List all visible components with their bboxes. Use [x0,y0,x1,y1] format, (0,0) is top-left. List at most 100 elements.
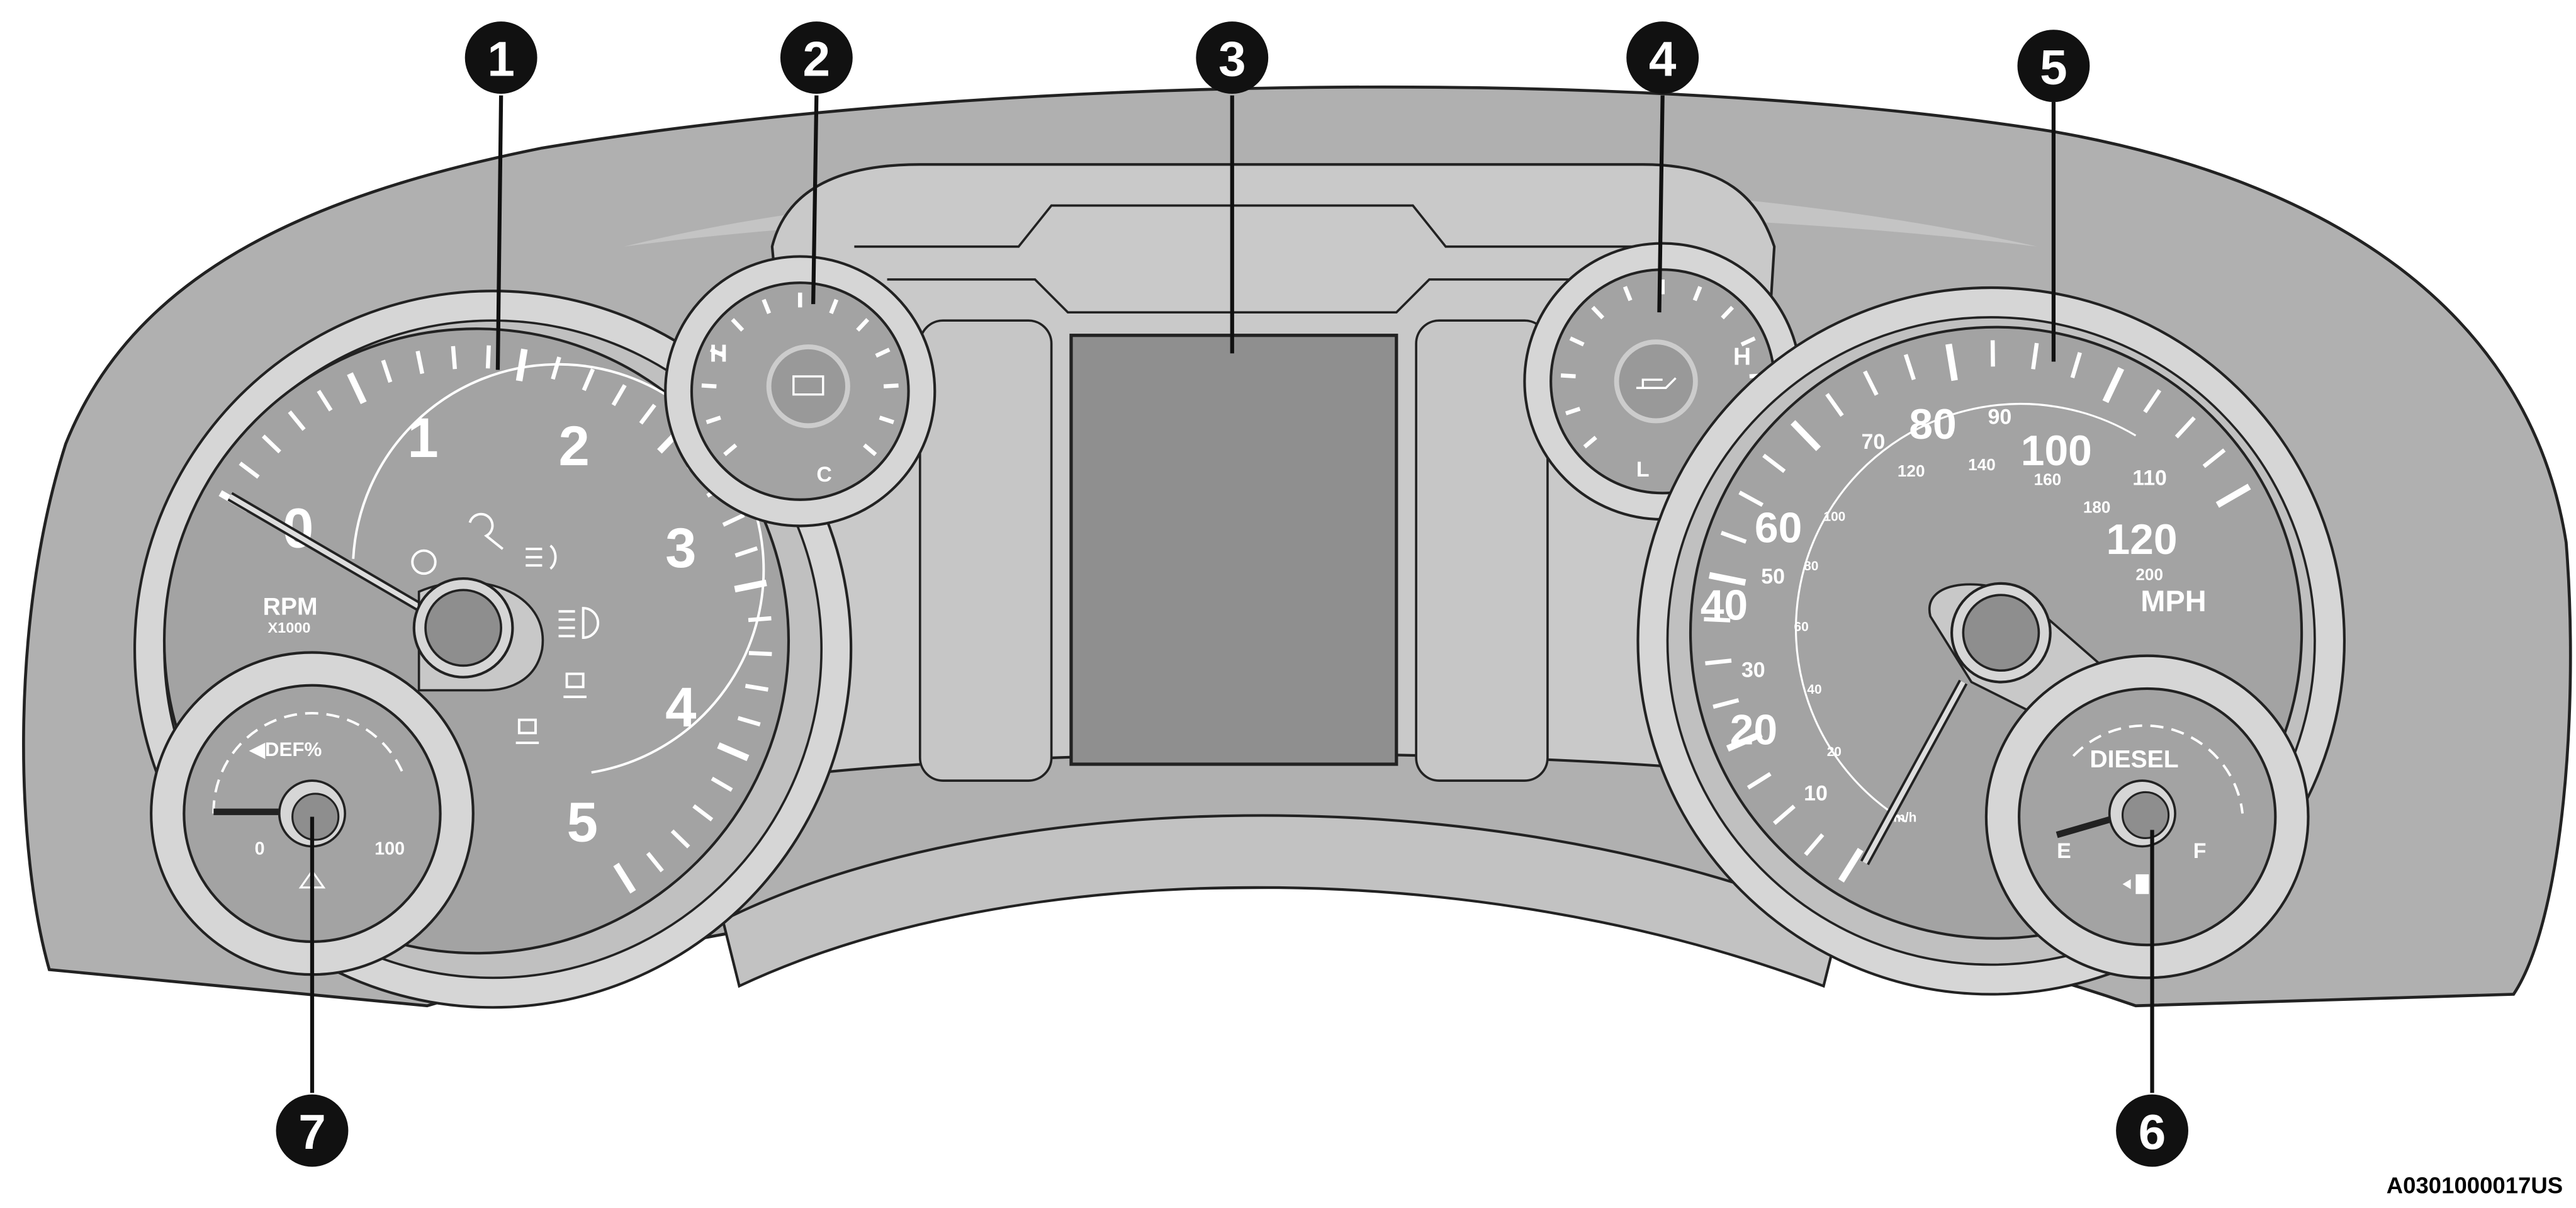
tick-mark [1565,407,1581,415]
kmh-100: 100 [1823,510,1845,524]
mph-50: 50 [1761,565,1785,589]
mph-30: 30 [1741,658,1765,682]
tick-mark [1772,804,1796,825]
tick-mark [1825,393,1844,417]
tick-mark [2031,342,2039,370]
tick-mark [1738,490,1764,507]
tick-mark [2102,366,2125,404]
headlight-icon [558,607,600,639]
kmh-140: 140 [1968,455,1996,474]
tick-mark [1721,305,1735,320]
kmh-180: 180 [2083,498,2111,517]
fuel-gauge: DIESEL E F [1984,654,2310,979]
svg-text:6: 6 [2139,1104,2166,1160]
tick-mark [1692,286,1702,302]
tach-label-1: 1 [407,407,438,469]
tick-mark [613,862,636,894]
tick-mark [875,347,891,358]
tick-mark [883,383,899,388]
tick-mark [2070,352,2082,379]
traction-control-icon [515,718,539,745]
tick-mark [1708,572,1746,586]
tick-mark [701,383,717,388]
tick-mark [1623,286,1633,302]
hill-descent-icon [468,512,503,550]
tick-mark [762,298,772,314]
tick-mark [451,346,458,370]
tick-mark [745,684,768,692]
tach-label-5: 5 [567,791,598,854]
tick-mark [1762,453,1786,473]
figure-code: A0301000017US [2387,1172,2563,1198]
tick-mark [1903,354,1916,381]
callout-4: 4 [1626,21,1699,94]
tick-mark [748,651,772,657]
tick-mark [863,443,877,456]
tick-mark [1713,698,1740,709]
kmh-arc [1795,403,2137,823]
coolant-low: C [816,463,832,487]
callout-6: 6 [2116,1094,2188,1167]
svg-text:4: 4 [1649,31,1677,86]
tick-mark [717,742,750,762]
tick-mark [734,546,758,558]
tick-mark [723,443,738,456]
tick-mark [347,372,367,405]
tick-mark [737,716,761,727]
coolant-high: H [710,340,728,367]
tick-mark [1804,833,1825,856]
mph-60: 60 [1755,505,1802,552]
tick-mark [856,318,870,332]
coolant-ticks [701,292,899,456]
svg-text:3: 3 [1218,31,1246,86]
right-panel [1415,319,1549,782]
tick-mark [415,351,425,375]
tach-label-2: 2 [559,415,590,477]
kmh-80: 80 [1804,559,1818,573]
mph-40: 40 [1701,582,1748,629]
tick-mark [879,415,894,424]
callout-7: 7 [276,1094,349,1167]
tick-mark [1704,617,1731,623]
tick-mark [1746,772,1772,790]
tick-mark [1863,370,1879,396]
tick-mark [1569,336,1585,347]
tick-mark [2174,416,2196,439]
fuel-pump-icon [2122,874,2149,895]
svg-text:7: 7 [298,1104,326,1160]
mph-70: 70 [1862,430,1886,454]
tick-mark [829,298,839,314]
tick-mark [1583,436,1597,449]
mph-100: 100 [2021,427,2092,475]
coolant-temperature-gauge: H C [664,255,936,528]
tick-mark [515,348,528,381]
battery-icon [792,375,824,396]
tick-mark [582,368,595,392]
tick-mark [485,345,491,369]
tach-unit: RPM [263,593,318,620]
battery-icon-ring [766,344,850,429]
tick-mark [381,359,393,383]
left-panel [918,319,1053,782]
svg-text:5: 5 [2040,39,2067,94]
def-label: ◀DEF% [249,738,322,760]
callout-3: 3 [1196,21,1269,94]
oil-low: L [1636,458,1650,482]
def-gauge: ◀DEF% 0 100 [150,651,475,976]
tick-mark [709,347,725,358]
tach-label-4: 4 [665,676,696,738]
oil-icon-ring [1614,339,1698,424]
tick-mark [1591,305,1605,320]
def-max: 100 [374,839,405,859]
svg-text:2: 2 [803,31,831,86]
center-display-screen [1069,334,1398,766]
tick-mark [551,356,561,380]
cruise-icon [411,549,437,575]
kmh-20: 20 [1827,745,1842,759]
tick-mark [2202,448,2226,468]
fuel-label: DIESEL [2089,746,2178,773]
fuel-empty: E [2057,839,2071,863]
callout-5: 5 [2017,30,2090,103]
tick-mark [1838,847,1864,883]
